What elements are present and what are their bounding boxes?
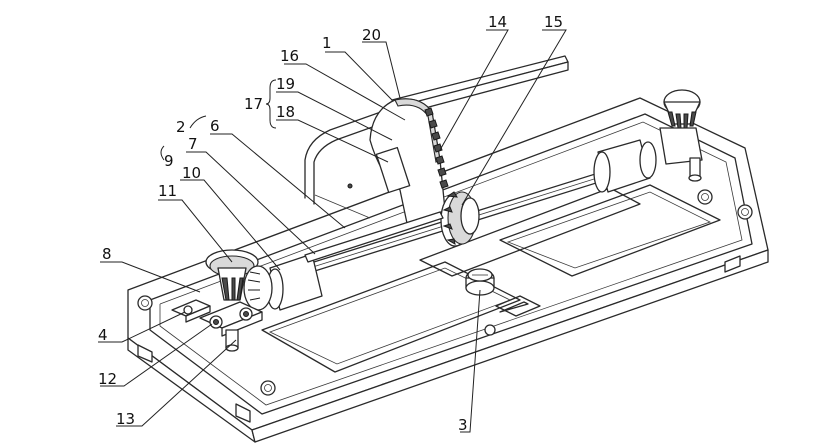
corner-screw [137,189,753,396]
linkage-assembly [171,299,263,352]
callout-8: 8 [102,245,112,263]
callout-1: 1 [322,34,332,52]
left-impeller [205,249,273,311]
callout-10: 10 [182,164,201,182]
callout-brace-9 [160,145,165,161]
callout-3: 3 [458,416,468,434]
callout-labels: 1 20 14 15 16 17 19 18 2 6 7 9 11 10 8 4… [98,13,563,434]
callout-15: 15 [544,13,563,31]
spur-gear [440,191,480,247]
callout-2: 2 [176,118,186,136]
callout-12: 12 [98,370,117,388]
callout-13: 13 [116,410,135,428]
callout-brace-2 [189,115,207,129]
callout-4: 4 [98,326,108,344]
callout-18: 18 [276,103,295,121]
drive-gear-assembly [369,98,449,229]
callout-11: 11 [158,182,177,200]
callout-16: 16 [280,47,299,65]
adjustment-screw [465,268,495,296]
callout-14: 14 [488,13,507,31]
leader-lines [98,29,567,433]
secondary-rod [304,211,444,263]
gear-teeth [424,107,449,189]
callout-19: 19 [276,75,295,93]
callout-7: 7 [188,135,198,153]
right-impeller [659,89,703,182]
callout-brace-17 [265,79,277,129]
main-shaft [249,139,657,311]
callout-17: 17 [244,95,263,113]
callout-6: 6 [210,117,220,135]
callout-9: 9 [164,152,174,170]
upper-frame [304,55,569,219]
callout-20: 20 [362,26,381,44]
